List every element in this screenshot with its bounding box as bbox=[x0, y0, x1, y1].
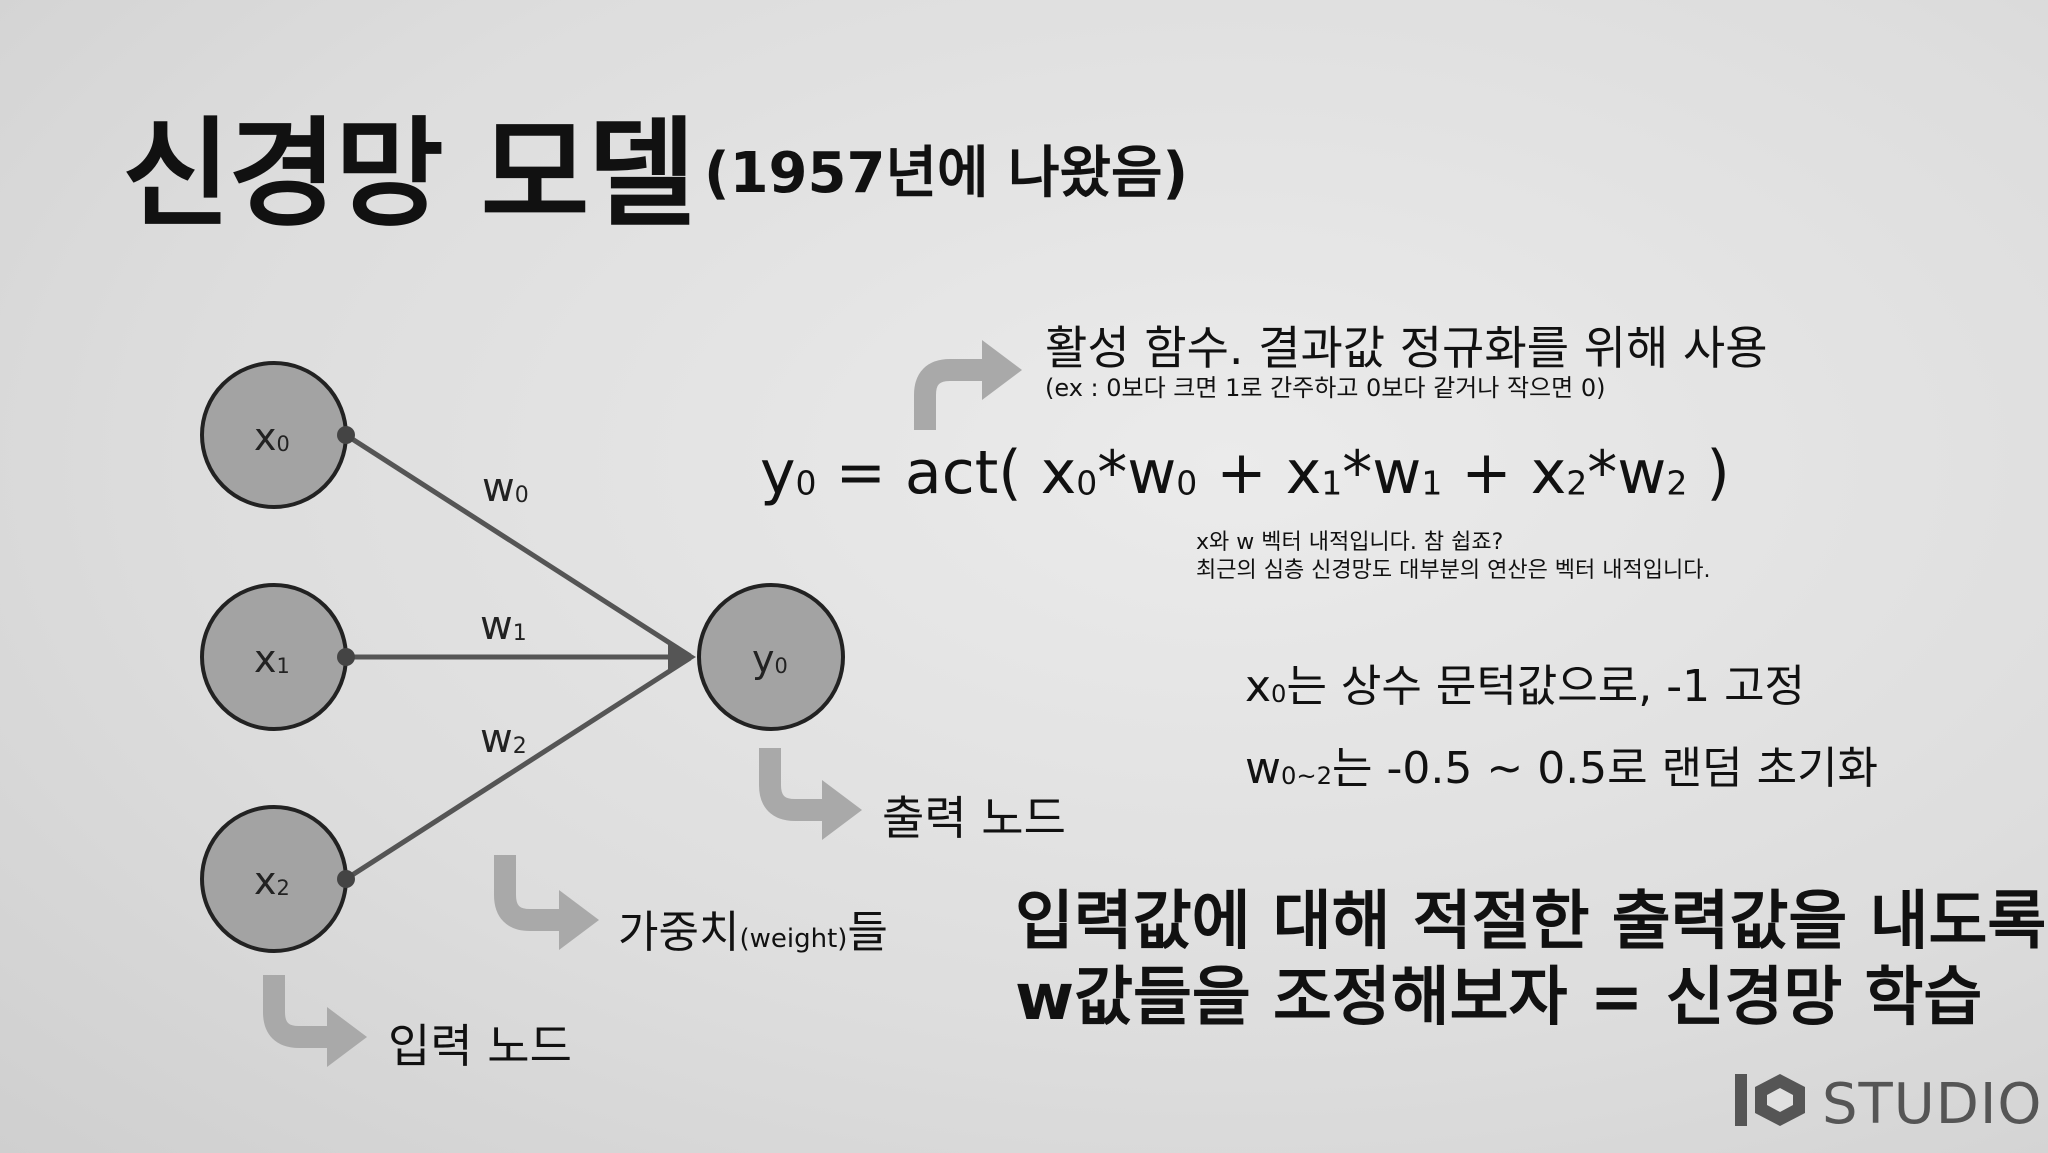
dot-x2 bbox=[337, 870, 355, 888]
node-label-x0: x0 bbox=[254, 415, 290, 459]
output-node-label: 출력 노드 bbox=[882, 791, 1066, 845]
activation-description: 활성 함수. 결과값 정규화를 위해 사용 bbox=[1045, 321, 1768, 375]
activation-example: (ex : 0보다 크면 1로 간주하고 0보다 같거나 작으면 0) bbox=[1045, 374, 1606, 402]
conclusion: 입력값에 대해 적절한 출력값을 내도록 w값들을 조정해보자 = 신경망 학습 bbox=[1015, 885, 2046, 1036]
node-y0 bbox=[697, 583, 845, 731]
node-label-y0: y0 bbox=[752, 637, 788, 681]
page-title: 신경망 모델 bbox=[122, 105, 696, 243]
logo-text: STUDIO bbox=[1822, 1072, 2043, 1137]
edge-w2 bbox=[344, 655, 692, 882]
edge-w0 bbox=[344, 432, 692, 659]
output-arrowhead bbox=[822, 780, 862, 840]
input-arrow-icon bbox=[263, 975, 330, 1048]
weights-arrow-icon bbox=[494, 855, 562, 931]
dot-x0 bbox=[337, 426, 355, 444]
weight-label-w1: w1 bbox=[480, 603, 527, 649]
output-arrow-icon bbox=[759, 748, 825, 821]
weight-label-w0: w0 bbox=[482, 465, 529, 511]
io-logo-icon bbox=[1735, 1074, 1805, 1126]
weight-label-w2: w2 bbox=[480, 716, 527, 762]
conclusion-line1: 입력값에 대해 적절한 출력값을 내도록 bbox=[1015, 885, 2047, 959]
node-label-x2: x2 bbox=[254, 859, 290, 903]
formula: y0 = act( x0*w0 + x1*w1 + x2*w2 ) bbox=[760, 438, 1730, 508]
weights-arrowhead bbox=[559, 890, 599, 950]
input-arrowhead bbox=[327, 1007, 367, 1067]
conclusion-line2: w값들을 조정해보자 = 신경망 학습 bbox=[1015, 960, 1983, 1035]
formula-note-line2: 최근의 심층 신경망도 대부분의 연산은 벡터 내적입니다. bbox=[1196, 558, 1711, 583]
weights-label: 가중치(weight)들 bbox=[618, 907, 888, 958]
formula-note-line1: x와 w 벡터 내적입니다. 참 쉽죠? bbox=[1196, 530, 1504, 555]
x0-note: x0는 상수 문턱값으로, -1 고정 bbox=[1245, 661, 1806, 712]
activation-arrow-icon bbox=[914, 359, 985, 430]
activation-arrowhead bbox=[982, 340, 1022, 400]
page-subtitle: (1957년에 나왔음) bbox=[704, 141, 1189, 206]
node-label-x1: x1 bbox=[254, 637, 290, 681]
w-note: w0~2는 -0.5 ~ 0.5로 랜덤 초기화 bbox=[1245, 743, 1879, 794]
edge-arrowhead bbox=[668, 640, 696, 674]
dot-x1 bbox=[337, 648, 355, 666]
input-node-label: 입력 노드 bbox=[388, 1019, 572, 1073]
